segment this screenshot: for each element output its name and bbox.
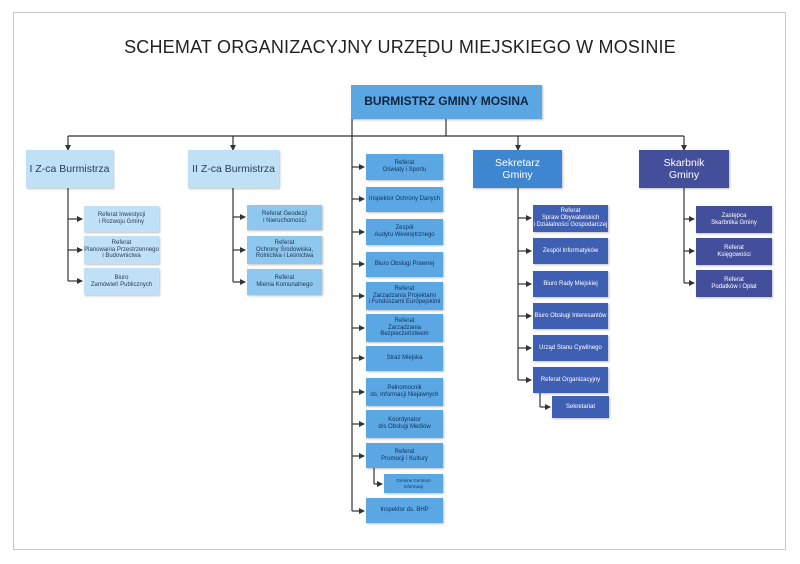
center-unit-box: Straż Miejska <box>366 346 443 371</box>
z1-unit-box: Referat Planowania Przestrzennego i Budo… <box>84 236 159 264</box>
z1-unit-box: Referat Inwestycji i Rozwoju Gminy <box>84 206 159 232</box>
center-unit-box: Inspektor ds. BHP <box>366 498 443 523</box>
treasurer-unit-box: Referat Księgowości <box>696 238 772 265</box>
z1-unit-box: Biuro Zamówień Publicznych <box>84 268 159 295</box>
secretary-unit-box: Biuro Obsługi Interesantów <box>533 303 608 329</box>
z2-unit-box: Referat Geodezji i Nieruchomości <box>247 205 322 230</box>
deputy-2-box: II Z-ca Burmistrza <box>188 150 279 188</box>
secretary-unit-box: Referat Organizacyjny <box>533 367 608 393</box>
page-title: SCHEMAT ORGANIZACYJNY URZĘDU MIEJSKIEGO … <box>124 37 676 57</box>
center-unit-box: Koordynator d/s Obsługi Mediów <box>366 410 443 438</box>
center-unit-box: Referat Oświaty i Sportu <box>366 154 443 180</box>
secretary-unit-box: Biuro Rady Miejskiej <box>533 271 608 297</box>
secretary-unit-box: Urząd Stanu Cywilnego <box>533 335 608 361</box>
secretary-unit-box: Zespół Informatyków <box>533 238 608 264</box>
z2-unit-box: Referat Ochrony Środowiska, Rolnictwa i … <box>247 236 322 264</box>
z2-unit-box: Referat Mienia Komunalnego <box>247 269 322 295</box>
center-unit-box: Biuro Obsługi Prawnej <box>366 252 443 277</box>
treasurer-unit-box: Referat Podatków i Opłat <box>696 270 772 297</box>
mayor-box: BURMISTRZ GMINY MOSINA <box>351 85 542 119</box>
center-unit-box: Zespół Audytu Wewnętrznego <box>366 219 443 245</box>
center-unit-box: Referat Promocji i Kultury <box>366 443 443 468</box>
secretary-box: Sekretarz Gminy <box>473 150 562 188</box>
center-unit-box: Inspektor Ochrony Danych <box>366 187 443 212</box>
secretary-unit-box: Referat Spraw Obywatelskich i Działalnoś… <box>533 205 608 232</box>
deputy-1-box: I Z-ca Burmistrza <box>26 150 113 188</box>
secretary-subunit-box: Sekretariat <box>552 396 609 418</box>
treasurer-box: Skarbnik Gminy <box>639 150 729 188</box>
treasurer-unit-box: Zastępca Skarbnika Gminy <box>696 206 772 233</box>
center-unit-box: Referat Zarządzania Bezpieczeństwem <box>366 314 443 342</box>
center-unit-box: Pełnomocnik ds. Informacji Niejawnych <box>366 378 443 406</box>
center-unit-box: Referat Zarządzania Projektami i Fundusz… <box>366 282 443 310</box>
center-subunit-box: Gminne Centrum Informacji <box>384 474 443 493</box>
